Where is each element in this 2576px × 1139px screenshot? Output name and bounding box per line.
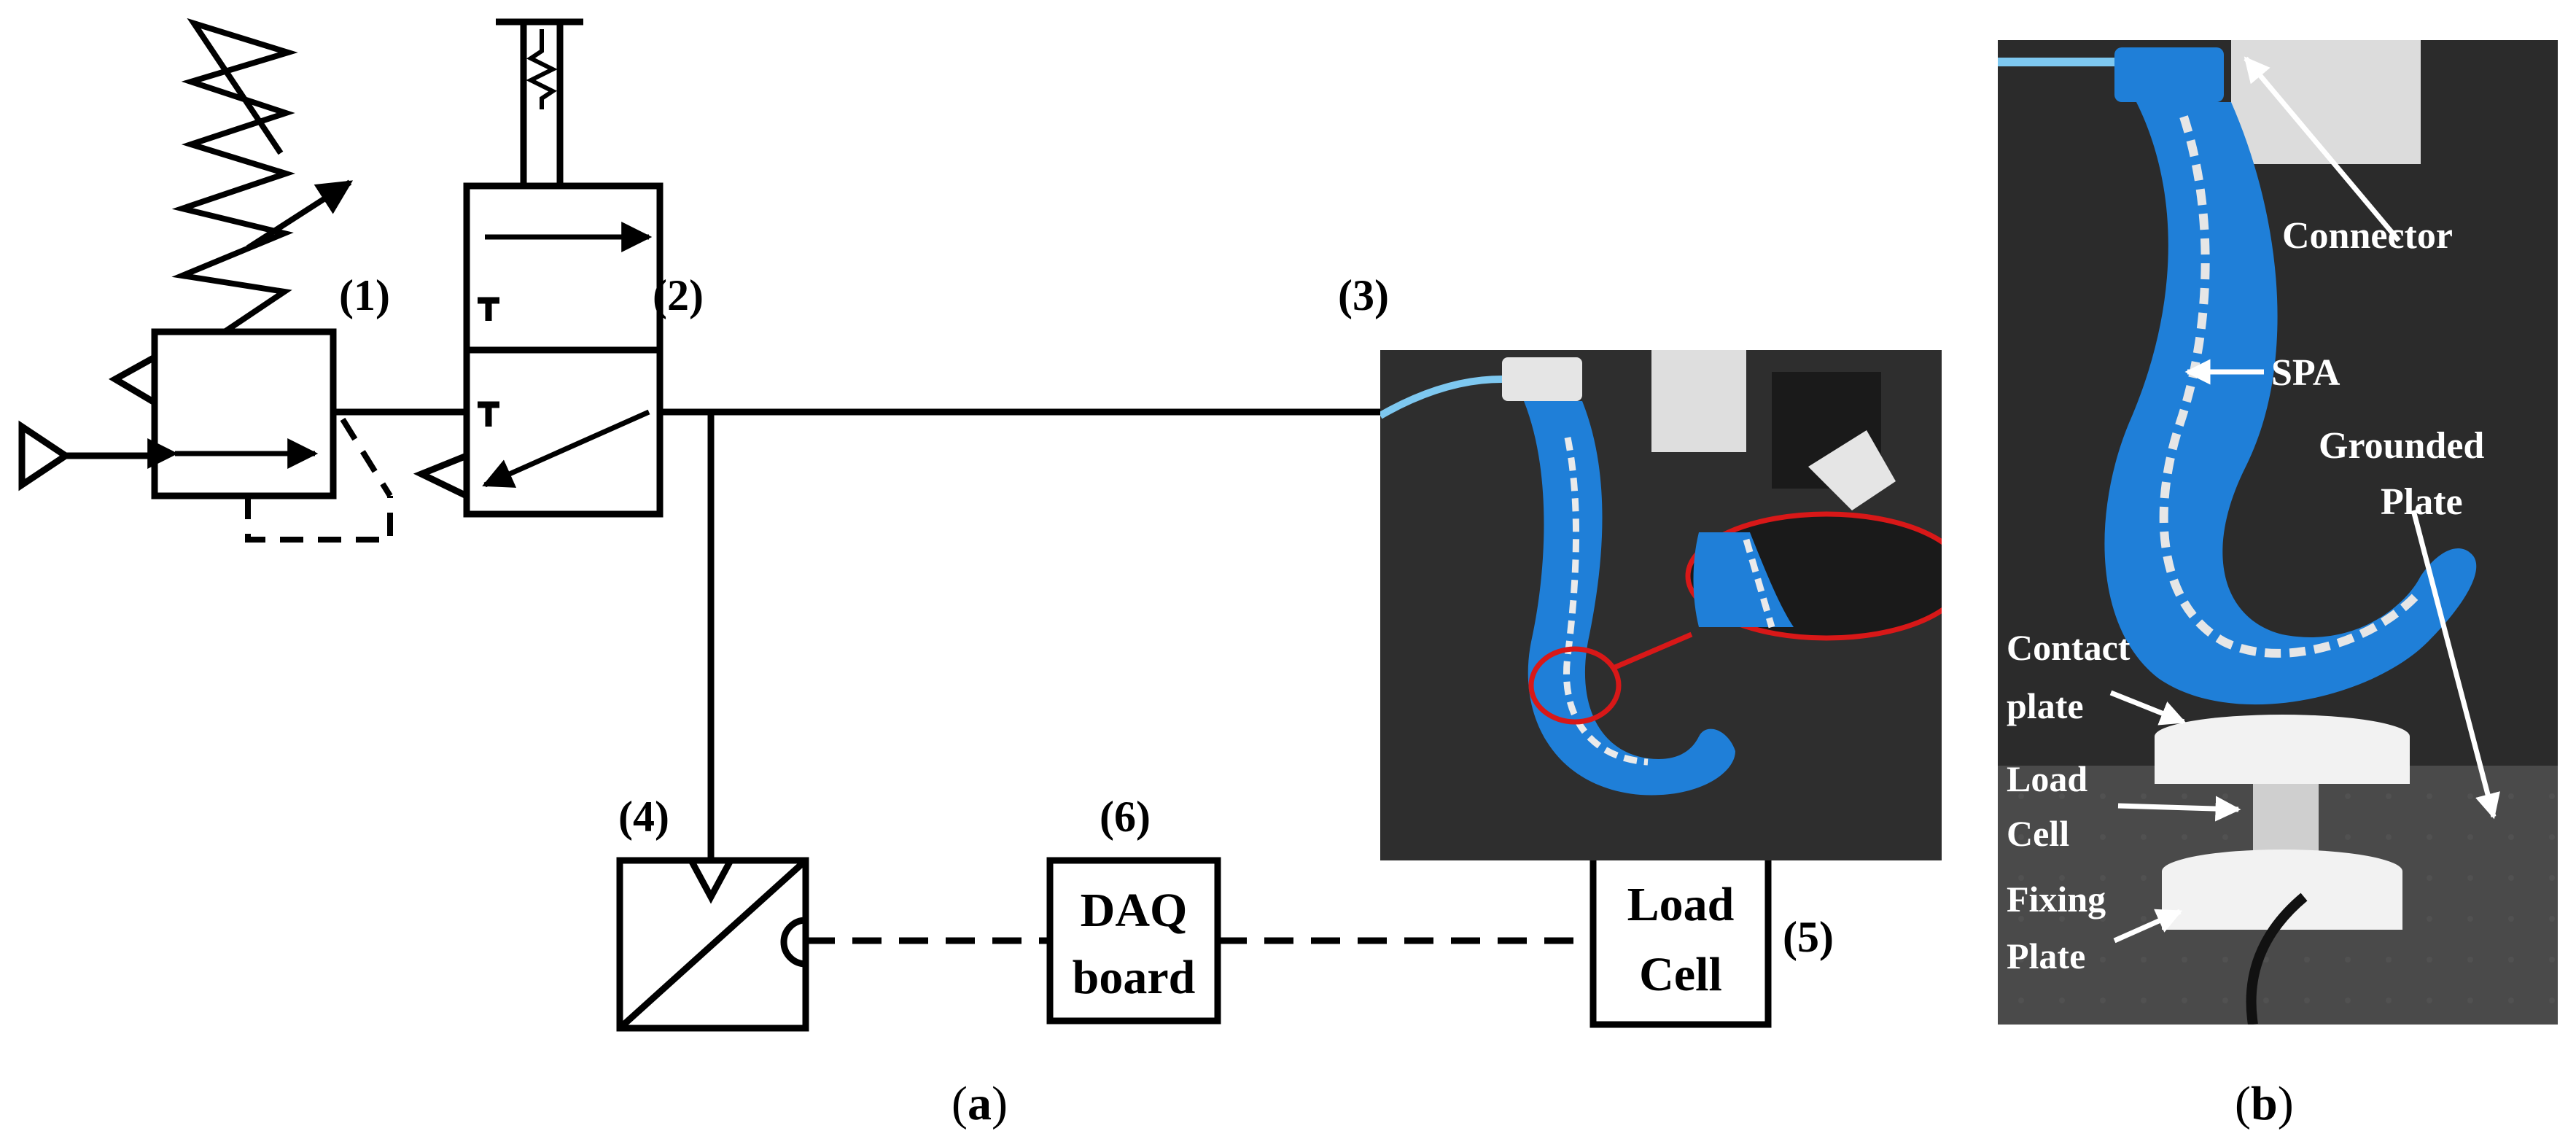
load-cell-label-2: Cell [1639, 948, 1722, 1001]
pressure-regulator [151, 328, 337, 499]
load-cell-photo-label-2: Cell [2007, 813, 2069, 854]
load-cell-photo-label-1: Load [2007, 758, 2087, 799]
daq-label-1: DAQ [1081, 884, 1188, 937]
grounded-plate-label-2: Plate [2381, 481, 2463, 523]
daq-label-2: board [1073, 951, 1196, 1004]
connector-label: Connector [2282, 215, 2453, 257]
caption-a: (a) [952, 1077, 1008, 1130]
pneumatic-schematic [18, 18, 1772, 1032]
actuator-photo [1380, 350, 1942, 860]
contact-plate-label-1: Contact [2007, 627, 2131, 668]
air-source-symbol [18, 420, 72, 491]
label-3: (3) [1338, 271, 1389, 319]
grounded-plate-label-1: Grounded [2319, 425, 2484, 467]
load-cell-label-1: Load [1627, 878, 1735, 931]
label-5: (5) [1783, 913, 1834, 961]
label-4: (4) [618, 793, 669, 841]
label-2: (2) [653, 271, 704, 319]
load-cell-block [1589, 850, 1772, 1028]
label-1: (1) [339, 271, 390, 319]
caption-b: (b) [2235, 1077, 2294, 1130]
test-setup-photo [1998, 40, 2558, 1025]
fixing-plate-label-1: Fixing [2007, 879, 2106, 920]
label-6: (6) [1100, 793, 1151, 841]
adjustable-spring-icon [171, 18, 298, 335]
daq-board-block [1046, 857, 1221, 1025]
spa-label: SPA [2271, 352, 2340, 394]
fixing-plate-label-2: Plate [2007, 936, 2085, 976]
contact-plate-label-2: plate [2007, 685, 2084, 726]
